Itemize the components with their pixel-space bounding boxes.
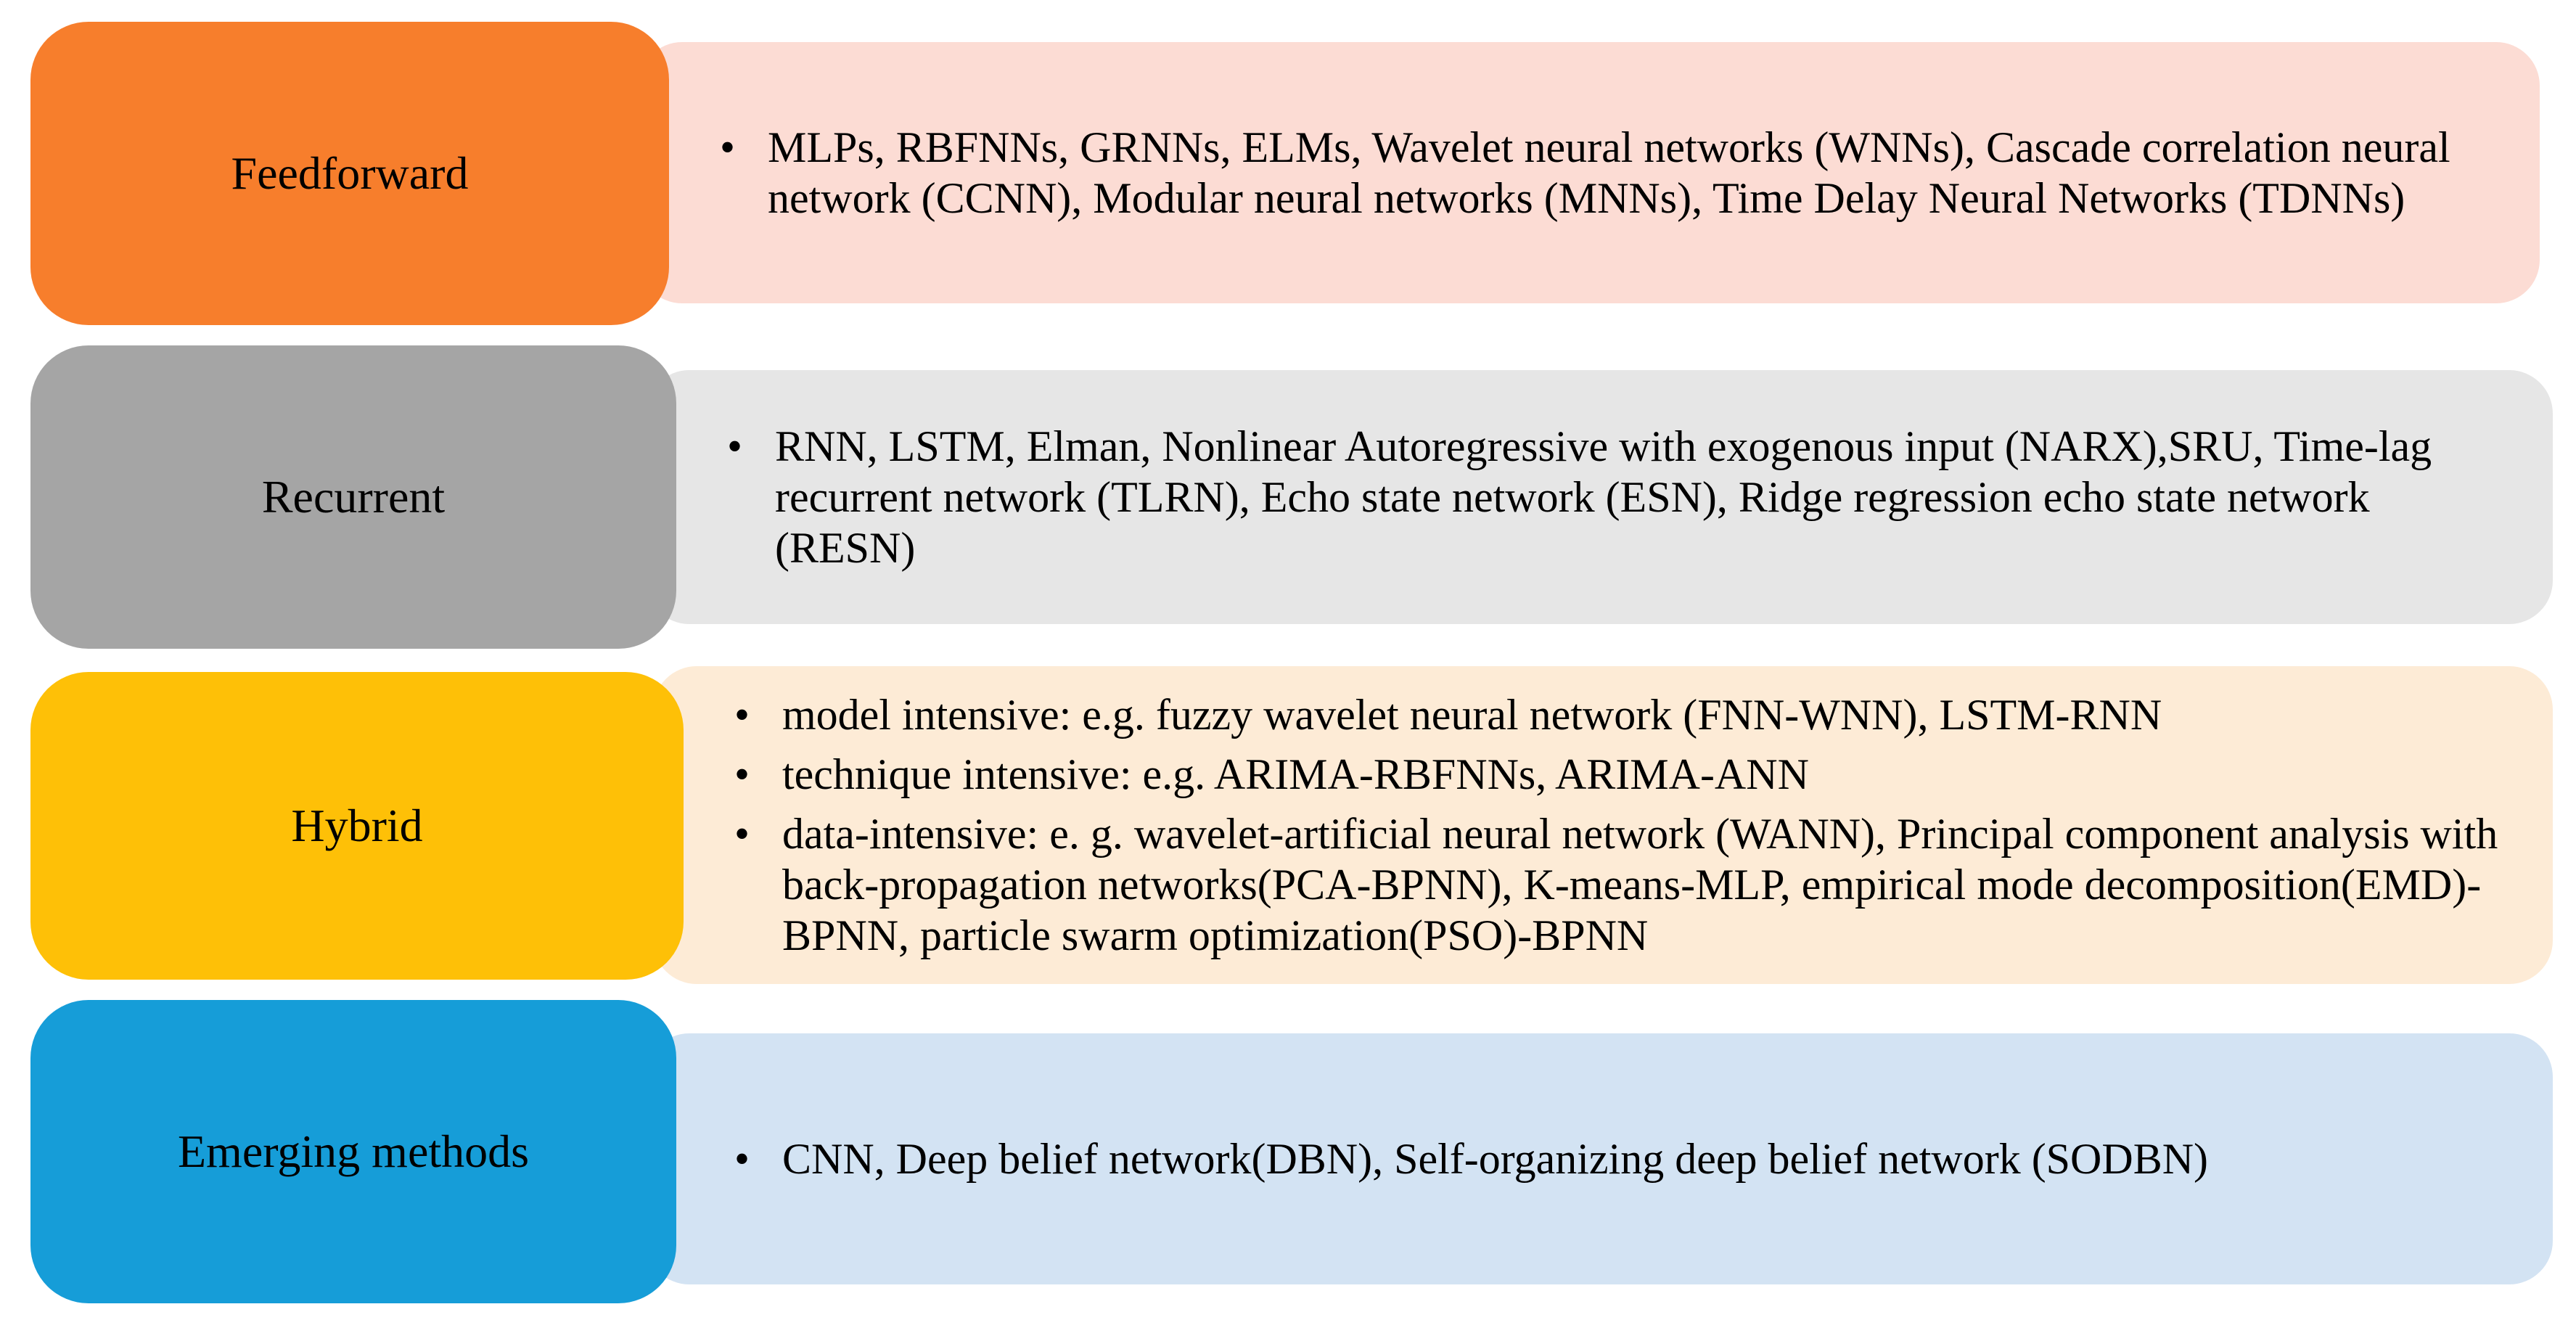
bullet-icon: • bbox=[734, 691, 750, 739]
content-box-emerging-methods: • CNN, Deep belief network(DBN), Self-or… bbox=[646, 1033, 2553, 1284]
content-box-recurrent: • RNN, LSTM, Elman, Nonlinear Autoregres… bbox=[646, 370, 2553, 624]
content-box-feedforward: • MLPs, RBFNNs, GRNNs, ELMs, Wavelet neu… bbox=[639, 42, 2540, 303]
bullet-icon: • bbox=[734, 750, 750, 798]
category-label-emerging-methods: Emerging methods bbox=[177, 1126, 530, 1177]
category-label-hybrid: Hybrid bbox=[291, 800, 423, 851]
list-item-text: RNN, LSTM, Elman, Nonlinear Autoregressi… bbox=[775, 422, 2432, 572]
list-item: • model intensive: e.g. fuzzy wavelet ne… bbox=[734, 689, 2509, 740]
bullet-icon: • bbox=[734, 1135, 750, 1183]
category-label-box-feedforward: Feedforward bbox=[30, 22, 669, 325]
list-item-text: model intensive: e.g. fuzzy wavelet neur… bbox=[782, 691, 2162, 739]
bullet-list-emerging-methods: • CNN, Deep belief network(DBN), Self-or… bbox=[734, 1134, 2509, 1184]
category-label-box-hybrid: Hybrid bbox=[30, 672, 684, 980]
category-label-box-emerging-methods: Emerging methods bbox=[30, 1000, 676, 1303]
list-item-text: data-intensive: e. g. wavelet-artificial… bbox=[782, 810, 2498, 959]
list-item-text: technique intensive: e.g. ARIMA-RBFNNs, … bbox=[782, 750, 1809, 798]
bullet-list-feedforward: • MLPs, RBFNNs, GRNNs, ELMs, Wavelet neu… bbox=[720, 122, 2482, 224]
category-label-feedforward: Feedforward bbox=[231, 147, 469, 199]
category-label-box-recurrent: Recurrent bbox=[30, 345, 676, 649]
bullet-list-hybrid: • model intensive: e.g. fuzzy wavelet ne… bbox=[734, 689, 2509, 961]
list-item: • RNN, LSTM, Elman, Nonlinear Autoregres… bbox=[727, 421, 2502, 573]
list-item: • data-intensive: e. g. wavelet-artifici… bbox=[734, 808, 2509, 961]
list-item-text: CNN, Deep belief network(DBN), Self-orga… bbox=[782, 1135, 2209, 1183]
list-item-text: MLPs, RBFNNs, GRNNs, ELMs, Wavelet neura… bbox=[768, 123, 2450, 222]
list-item: • CNN, Deep belief network(DBN), Self-or… bbox=[734, 1134, 2509, 1184]
list-item: • MLPs, RBFNNs, GRNNs, ELMs, Wavelet neu… bbox=[720, 122, 2482, 224]
bullet-icon: • bbox=[720, 123, 736, 171]
bullet-icon: • bbox=[734, 810, 750, 858]
list-item: • technique intensive: e.g. ARIMA-RBFNNs… bbox=[734, 749, 2509, 800]
bullet-icon: • bbox=[727, 422, 743, 470]
bullet-list-recurrent: • RNN, LSTM, Elman, Nonlinear Autoregres… bbox=[727, 421, 2502, 573]
category-label-recurrent: Recurrent bbox=[261, 471, 446, 522]
content-box-hybrid: • model intensive: e.g. fuzzy wavelet ne… bbox=[653, 666, 2553, 984]
